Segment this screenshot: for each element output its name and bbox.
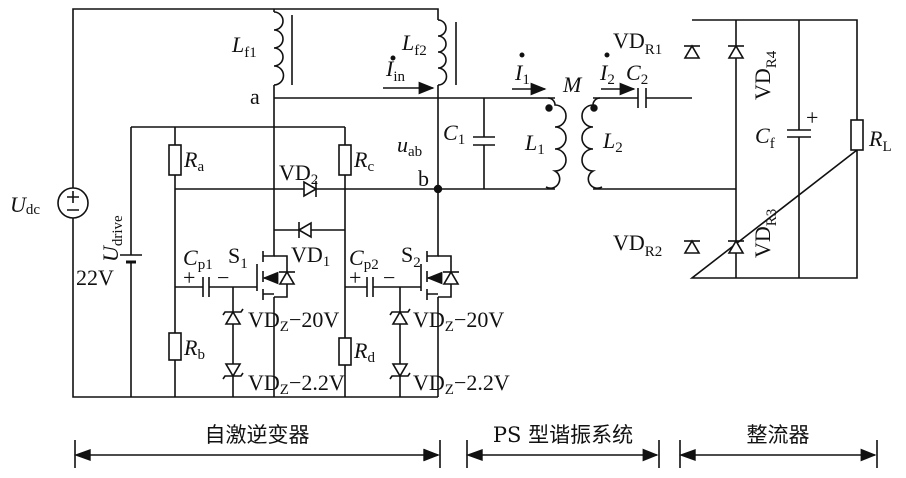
label-vdr2: VDR2 — [613, 230, 662, 260]
label-c1: C1 — [443, 120, 465, 148]
resistor-rb — [168, 332, 182, 361]
resistor-rl — [850, 119, 864, 151]
diode-vdr2 — [683, 240, 701, 254]
wiring — [72, 8, 858, 398]
label-l2: L2 — [602, 128, 623, 156]
label-cp1-minus: − — [217, 265, 229, 290]
label-udrive: Udrive — [98, 215, 126, 262]
label-vdr3: VDR3 — [750, 209, 780, 258]
label-i2: I2 — [599, 60, 615, 88]
section-label-resonant: PS 型谐振系统 — [493, 423, 633, 447]
label-cp1-plus: + — [183, 265, 195, 290]
label-zener-2v2-s2: VDZ−2.2V — [413, 370, 510, 398]
label-uab: uab — [397, 132, 422, 160]
label-lf2: Lf2 — [401, 30, 427, 59]
label-node-b: b — [418, 166, 429, 191]
polarity-dot-l2 — [590, 104, 598, 112]
capacitor-cp2 — [366, 277, 374, 297]
label-vdr4: VDR4 — [750, 50, 780, 100]
label-ra: Ra — [183, 147, 204, 175]
label-zener-20v-s1: VDZ−20V — [248, 307, 339, 335]
node-b-dot — [433, 184, 443, 194]
diode-vdr3 — [727, 240, 745, 254]
coil-l1 — [545, 97, 567, 189]
label-vdr1: VDR1 — [613, 28, 662, 58]
capacitor-cp1 — [202, 277, 210, 297]
label-zener-2v2-s1: VDZ−2.2V — [248, 370, 345, 398]
label-s1: S1 — [228, 243, 248, 272]
label-rd: Rd — [353, 338, 375, 366]
label-cp2-plus: + — [349, 265, 361, 290]
diode-vdr1 — [683, 45, 701, 59]
label-cf: Cf — [755, 123, 775, 152]
resistor-rc — [338, 144, 352, 176]
label-cp1: Cp1 — [183, 245, 213, 273]
diode-vd1 — [298, 221, 312, 239]
label-node-a: a — [250, 84, 260, 109]
mosfet-s1 — [256, 251, 296, 300]
label-s2: S2 — [401, 242, 421, 271]
polarity-dot-l1 — [545, 104, 553, 112]
section-inverter: 自激逆变器 — [73, 423, 441, 468]
capacitor-c1 — [473, 136, 495, 146]
label-cf-plus: + — [806, 105, 818, 130]
zener-20v-s1 — [222, 308, 244, 325]
section-label-inverter: 自激逆变器 — [205, 423, 310, 447]
label-vd2: VD2 — [279, 160, 318, 188]
label-c2: C2 — [626, 60, 648, 88]
label-zener-20v-s2: VDZ−20V — [413, 307, 504, 335]
label-rc: Rc — [353, 147, 374, 175]
label-udc: Udc — [10, 192, 40, 218]
diode-vdr4 — [727, 45, 745, 59]
label-l1: L1 — [524, 130, 545, 158]
resistor-ra — [168, 144, 182, 176]
capacitor-cf — [787, 129, 811, 138]
inductor-lf2 — [437, 19, 448, 86]
label-vd1: VD1 — [291, 242, 330, 270]
inductor-lf1 — [273, 11, 285, 86]
section-label-rectifier: 整流器 — [747, 423, 810, 447]
label-i1: I1 — [514, 60, 530, 88]
section-resonant: PS 型谐振系统 — [465, 423, 660, 468]
label-rb: Rb — [183, 335, 205, 363]
capacitor-c2 — [637, 88, 647, 108]
voltage-source-udc — [57, 187, 89, 219]
zener-2v2-s1 — [222, 363, 244, 380]
label-rl: RL — [868, 126, 892, 155]
zener-2v2-s2 — [389, 363, 411, 380]
resistor-rd — [338, 337, 352, 366]
label-cp2: Cp2 — [349, 245, 379, 273]
zener-20v-s2 — [389, 308, 411, 325]
coil-l2 — [581, 97, 603, 189]
label-mutual-m: M — [562, 72, 583, 97]
label-drive-voltage: 22V — [76, 265, 114, 290]
mosfet-s2 — [420, 251, 460, 300]
section-rectifier: 整流器 — [678, 423, 878, 468]
label-cp2-minus: − — [383, 265, 395, 290]
battery-udrive — [120, 254, 142, 264]
label-iin: Iin — [385, 56, 405, 85]
label-lf1: Lf1 — [231, 32, 257, 61]
